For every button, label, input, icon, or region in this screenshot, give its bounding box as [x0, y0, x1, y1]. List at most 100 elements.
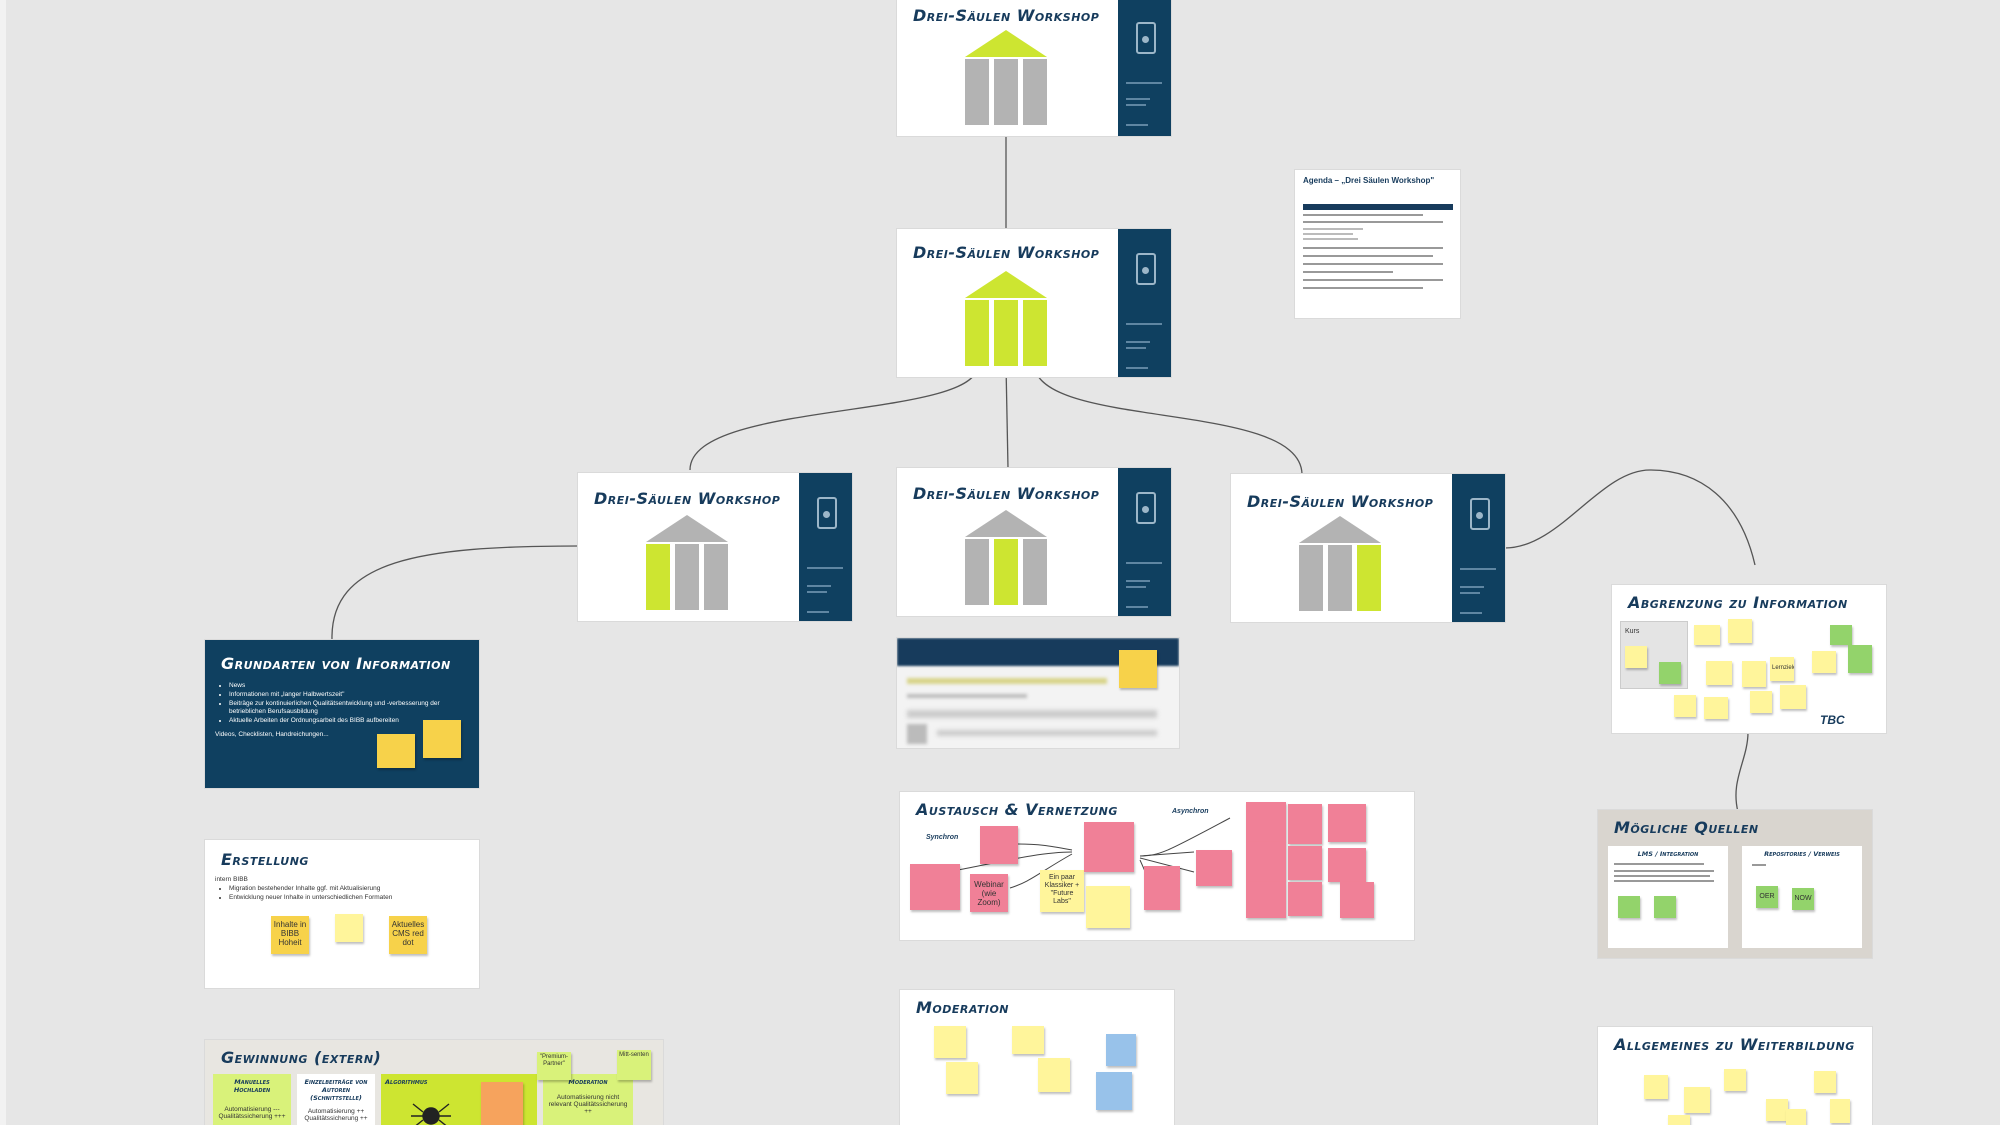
slide-sidebar	[1452, 474, 1505, 622]
quellen-title: Mögliche Quellen	[1614, 818, 1759, 837]
slide-sidebar	[1118, 229, 1171, 377]
connector-middle-left	[689, 364, 979, 471]
connector-left-grundarten	[331, 545, 579, 641]
sticky-note[interactable]	[1704, 697, 1728, 719]
sticky-note[interactable]	[980, 826, 1018, 864]
grundarten-title: Grundarten von Information	[221, 654, 451, 673]
sticky-premium-partner[interactable]: "Premium-Partner"	[537, 1052, 571, 1080]
abgrenzung-frame[interactable]: Abgrenzung zu Information Kurs Lernziele…	[1612, 585, 1886, 733]
sticky-note[interactable]	[1246, 802, 1286, 842]
austausch-frame[interactable]: Austausch & Vernetzung Synchron Asynchro…	[900, 792, 1414, 940]
sticky-oer[interactable]: OER	[1756, 886, 1778, 908]
gewinnung-col-moderation: Moderation Automatisierung nicht relevan…	[543, 1074, 633, 1125]
sticky-note[interactable]	[1659, 662, 1681, 684]
austausch-arrows	[957, 817, 1231, 889]
abgrenzung-title: Abgrenzung zu Information	[1628, 593, 1848, 612]
slide-pillars-top[interactable]: Drei-Säulen Workshop	[897, 0, 1171, 136]
kurs-box: Kurs	[1620, 621, 1688, 689]
sticky-note[interactable]	[1780, 685, 1806, 709]
slide-title: Drei-Säulen Workshop	[913, 243, 1100, 262]
sticky-lernziele[interactable]: Lernziele	[1770, 657, 1794, 681]
sticky-note[interactable]	[1288, 846, 1322, 880]
slide-sidebar	[799, 473, 852, 621]
sticky-inhalte[interactable]: Inhalte in BIBB Hoheit	[271, 916, 309, 954]
slide-pillars-all[interactable]: Drei-Säulen Workshop	[897, 229, 1171, 377]
sticky-note[interactable]	[1848, 645, 1872, 673]
quellen-col-lms: LMS / Integration	[1608, 846, 1728, 948]
sticky-note[interactable]	[1288, 804, 1322, 844]
sticky-note[interactable]	[1196, 850, 1232, 886]
sticky-note[interactable]	[1694, 625, 1720, 645]
sticky-note[interactable]	[1830, 1099, 1850, 1123]
sticky-note[interactable]	[1728, 619, 1752, 643]
sticky-note[interactable]	[1786, 1109, 1806, 1125]
sticky-klassiker[interactable]: Ein paar Klassiker + "Future Labs"	[1040, 870, 1084, 912]
sticky-webinar[interactable]: Webinar (wie Zoom)	[970, 874, 1008, 912]
sticky-note[interactable]	[1106, 1034, 1136, 1066]
sticky-note[interactable]	[481, 1082, 523, 1125]
sticky-note[interactable]	[1328, 848, 1366, 882]
gewinnung-col-algorithm: Algorithmus	[381, 1074, 537, 1125]
sticky-now[interactable]: NOW	[1792, 888, 1814, 910]
agenda-thumbnail[interactable]: Agenda – „Drei Säulen Workshop"	[1295, 170, 1460, 318]
connector-middle-right	[1033, 364, 1303, 475]
sticky-note[interactable]	[1766, 1099, 1788, 1121]
allgemeines-frame[interactable]: Allgemeines zu Weiterbildung	[1598, 1027, 1872, 1125]
sticky-note[interactable]	[946, 1062, 978, 1094]
sticky-note[interactable]	[1742, 661, 1766, 687]
sticky-note[interactable]	[910, 864, 960, 910]
sticky-cms[interactable]: Aktuelles CMS red dot	[389, 916, 427, 954]
connector-middle-center	[1005, 364, 1009, 469]
connector-abgrenzung-quellen	[1735, 731, 1749, 813]
quellen-frame[interactable]: Mögliche Quellen LMS / Integration Repos…	[1598, 810, 1872, 958]
sticky-note[interactable]	[1654, 896, 1676, 918]
sticky-note[interactable]	[1830, 625, 1852, 645]
spider-icon	[411, 1103, 451, 1125]
sticky-note[interactable]	[1618, 896, 1640, 918]
sticky-note[interactable]	[1706, 661, 1732, 685]
sticky-note[interactable]	[1328, 804, 1366, 842]
sticky-note[interactable]	[1625, 646, 1647, 668]
sticky-note[interactable]	[1038, 1058, 1070, 1092]
sticky-note[interactable]	[1668, 1115, 1690, 1125]
temple-icon	[965, 510, 1047, 605]
sticky-mitt-senten[interactable]: Mitt-senten	[617, 1050, 651, 1080]
label-asynchron: Asynchron	[1172, 808, 1209, 815]
slide-pillar-left[interactable]: Drei-Säulen Workshop	[578, 473, 852, 621]
sticky-note[interactable]	[423, 720, 461, 758]
sticky-note[interactable]	[1724, 1069, 1746, 1091]
sticky-note[interactable]	[1086, 886, 1130, 928]
sticky-note[interactable]	[1246, 882, 1286, 918]
sticky-note[interactable]	[1012, 1026, 1044, 1054]
gewinnung-frame[interactable]: Gewinnung (extern) Manuelles Hochladen A…	[205, 1040, 663, 1125]
moderation-frame[interactable]: Moderation	[900, 990, 1174, 1125]
sticky-note[interactable]	[1674, 695, 1696, 717]
sticky-note[interactable]	[1814, 1071, 1836, 1093]
slide-title: Drei-Säulen Workshop	[913, 484, 1100, 503]
sticky-note[interactable]	[1340, 882, 1374, 918]
sticky-note[interactable]	[1644, 1075, 1668, 1099]
slide-pillar-right[interactable]: Drei-Säulen Workshop	[1231, 474, 1505, 622]
sticky-note[interactable]	[1684, 1087, 1710, 1113]
sticky-note[interactable]	[335, 914, 363, 942]
slide-pillar-center[interactable]: Drei-Säulen Workshop	[897, 468, 1171, 616]
sticky-note[interactable]	[1750, 691, 1772, 713]
quellen-col-repositories: Repositories / Verweis OER NOW	[1742, 846, 1862, 948]
sticky-note[interactable]	[1246, 842, 1286, 882]
sticky-note[interactable]	[1119, 650, 1157, 688]
slide-title: Drei-Säulen Workshop	[1247, 492, 1434, 511]
sticky-note[interactable]	[377, 734, 415, 768]
sticky-note[interactable]	[1096, 1072, 1132, 1110]
sticky-note[interactable]	[1288, 882, 1322, 916]
label-synchron: Synchron	[926, 834, 959, 841]
erstellung-frame[interactable]: Erstellung intern BIBB Migration bestehe…	[205, 840, 479, 988]
sticky-note[interactable]	[934, 1026, 966, 1058]
sticky-note[interactable]	[1084, 822, 1134, 872]
sticky-note[interactable]	[1812, 651, 1836, 673]
sticky-note[interactable]	[1144, 866, 1180, 910]
forum-screenshot[interactable]	[897, 638, 1179, 748]
grundarten-frame[interactable]: Grundarten von Information News Informat…	[205, 640, 479, 788]
erstellung-title: Erstellung	[221, 850, 309, 869]
agenda-table	[1303, 204, 1453, 289]
